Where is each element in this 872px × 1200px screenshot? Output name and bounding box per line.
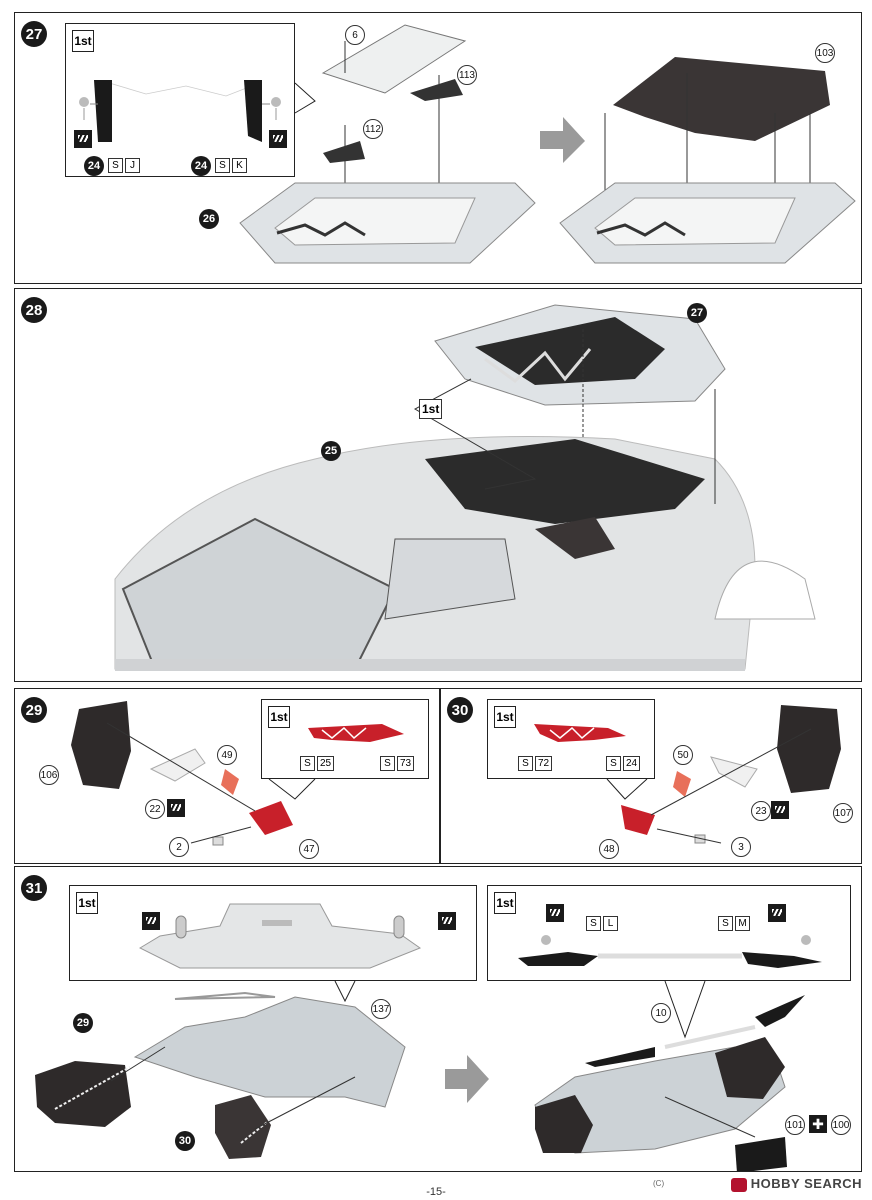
step-27-panel: 27 1st 24 S J 24 S K [14, 12, 862, 284]
paint-icon [74, 130, 92, 148]
step-28-badge: 28 [21, 297, 47, 323]
step-27-drawing [239, 24, 856, 264]
sticker-tag: K [232, 158, 247, 173]
watermark-text: HOBBY SEARCH [750, 1176, 862, 1191]
part-number: 27 [687, 303, 707, 323]
first-label: 1st [76, 892, 98, 914]
watermark: HOBBY SEARCH [730, 1176, 862, 1192]
step-29-first-box: 1st S 25 S 73 [261, 699, 429, 779]
sticker-tag: S [215, 158, 230, 173]
sticker-tag: J [125, 158, 140, 173]
part-number: 3 [731, 837, 751, 857]
first-label: 1st [72, 30, 94, 52]
sticker-tag: S [718, 916, 733, 931]
paint-icon [546, 904, 564, 922]
sticker-tag: 72 [535, 756, 553, 771]
sticker-tag: M [735, 916, 750, 931]
step-30-panel: 30 1st S 72 S 24 50 23 107 48 3 [440, 688, 862, 864]
page-number: -15- [426, 1186, 446, 1198]
step-28-panel: 28 1st 27 25 [14, 288, 862, 682]
part-number: 30 [175, 1131, 195, 1151]
plus-icon: ✚ [809, 1115, 827, 1133]
paint-icon [438, 912, 456, 930]
step-27-badge: 27 [21, 21, 47, 47]
sticker-tag: L [603, 916, 618, 931]
step-30-badge: 30 [447, 697, 473, 723]
first-label: 1st [494, 892, 516, 914]
step-31-panel: 31 1st 1st S L S M [14, 866, 862, 1172]
part-number: 22 [145, 799, 165, 819]
sticker-tag: S [518, 756, 533, 771]
part-number: 24 [191, 156, 211, 176]
step-29-first-drawing [308, 724, 404, 742]
step-31-drawing [35, 980, 805, 1171]
part-number: 49 [217, 745, 237, 765]
step-30-first-drawing [534, 724, 626, 742]
step-31-first-drawing-a [138, 903, 422, 969]
sticker-tag: S [300, 756, 315, 771]
part-number: 107 [833, 803, 853, 823]
part-number: 103 [815, 43, 835, 63]
sticker-tag: S [606, 756, 621, 771]
hobby-search-logo-icon [730, 1177, 747, 1192]
first-label: 1st [494, 706, 516, 728]
sticker-tag: S [380, 756, 395, 771]
trademark-text: (C) [653, 1179, 665, 1188]
step-28-drawing [114, 304, 816, 671]
part-number: 112 [363, 119, 383, 139]
part-number: 29 [73, 1013, 93, 1033]
step-27-first-drawing [79, 80, 281, 142]
part-number: 137 [371, 999, 391, 1019]
paint-icon [269, 130, 287, 148]
sticker-tag: S [108, 158, 123, 173]
part-number: 6 [345, 25, 365, 45]
paint-icon [167, 799, 185, 817]
paint-icon [771, 801, 789, 819]
step-29-panel: 29 1st S 25 S 73 106 22 49 2 47 [14, 688, 440, 864]
sticker-tag: 25 [317, 756, 335, 771]
step-31-first-drawing-b [518, 935, 822, 968]
step-31-first-box-b: 1st S L S M [487, 885, 851, 981]
step-30-first-box: 1st S 72 S 24 [487, 699, 655, 779]
first-label: 1st [268, 706, 290, 728]
sticker-tag: 73 [397, 756, 415, 771]
paint-icon [142, 912, 160, 930]
part-number: 50 [673, 745, 693, 765]
step-29-badge: 29 [21, 697, 47, 723]
first-label: 1st [419, 399, 443, 419]
part-number: 100 [831, 1115, 851, 1135]
part-number: 26 [199, 209, 219, 229]
part-number: 25 [321, 441, 341, 461]
part-number: 48 [599, 839, 619, 859]
part-number: 47 [299, 839, 319, 859]
part-number: 10 [651, 1003, 671, 1023]
part-number: 2 [169, 837, 189, 857]
step-31-badge: 31 [21, 875, 47, 901]
part-number: 113 [457, 65, 477, 85]
part-number: 101 [785, 1115, 805, 1135]
part-number: 106 [39, 765, 59, 785]
part-number: 23 [751, 801, 771, 821]
step-30-drawing [606, 705, 841, 844]
step-27-first-box: 1st 24 S J 24 S K [65, 23, 295, 177]
paint-icon [768, 904, 786, 922]
step-29-drawing [71, 701, 316, 846]
part-number: 24 [84, 156, 104, 176]
step-31-first-box-a: 1st [69, 885, 477, 981]
sticker-tag: S [586, 916, 601, 931]
sticker-tag: 24 [623, 756, 641, 771]
